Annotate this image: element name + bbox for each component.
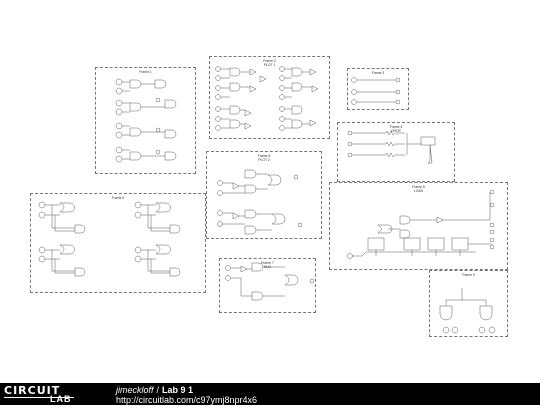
- frame-5-title: Frame 5: [111, 196, 125, 200]
- schematic-drawing: [38, 66, 496, 334]
- frame6-circuit: [217, 169, 303, 235]
- frame-2-title: Frame 2 PLOT 1: [263, 59, 276, 67]
- frame-8-title: Frame 8 LOAD: [412, 185, 425, 193]
- footer-bar: CIRCUIT LAB jimeckloff/Lab 9 1 http://ci…: [0, 383, 540, 405]
- circuitlab-logo[interactable]: CIRCUIT: [4, 384, 61, 397]
- frame-2[interactable]: Frame 2 PLOT 1: [209, 56, 330, 139]
- frame-3[interactable]: Frame 3: [347, 68, 409, 110]
- frame9-circuit: [439, 288, 496, 334]
- frame8-circuit: [347, 189, 495, 259]
- frame-7[interactable]: Frame 7 MUX: [219, 258, 316, 313]
- frame-9-title: Frame 9: [462, 273, 475, 277]
- frame3-leds: [351, 77, 401, 105]
- frame-4-title: Frame 4 DROP: [389, 125, 403, 133]
- frame-8[interactable]: Frame 8 LOAD: [329, 182, 508, 270]
- frame-6-title: Frame 6 PLOT 2: [257, 154, 271, 162]
- circuitlab-logo-lab: LAB: [50, 394, 72, 404]
- frame7-circuit: [225, 262, 315, 301]
- frame-6[interactable]: Frame 6 PLOT 2: [206, 151, 322, 239]
- frame-3-title: Frame 3: [371, 71, 385, 75]
- frame-4[interactable]: Frame 4 DROP: [337, 122, 455, 182]
- meta-separator: /: [156, 385, 160, 395]
- frame2-circuit: [215, 66, 319, 131]
- frame-7-title: Frame 7 MUX: [261, 261, 274, 269]
- circuit-url[interactable]: http://circuitlab.com/c97ymj8npr4x6: [116, 395, 258, 405]
- frame4-resistors: [347, 130, 436, 164]
- circuit-meta: jimeckloff/Lab 9 1: [116, 385, 193, 395]
- frame-1[interactable]: Frame 1: [95, 67, 196, 174]
- frame1-gates: [115, 78, 177, 163]
- frame-5[interactable]: Frame 5: [30, 193, 206, 293]
- circuit-title[interactable]: Lab 9 1: [162, 385, 194, 395]
- schematic-canvas[interactable]: Frame 1 Frame 2 PLOT 1 Frame 3 Frame 4 D…: [0, 0, 540, 383]
- frame-9[interactable]: Frame 9: [429, 270, 508, 337]
- frame-1-title: Frame 1: [139, 70, 152, 74]
- logo-underline: [4, 397, 74, 398]
- author-name[interactable]: jimeckloff: [116, 385, 154, 395]
- frame5-circuit: [38, 201, 181, 277]
